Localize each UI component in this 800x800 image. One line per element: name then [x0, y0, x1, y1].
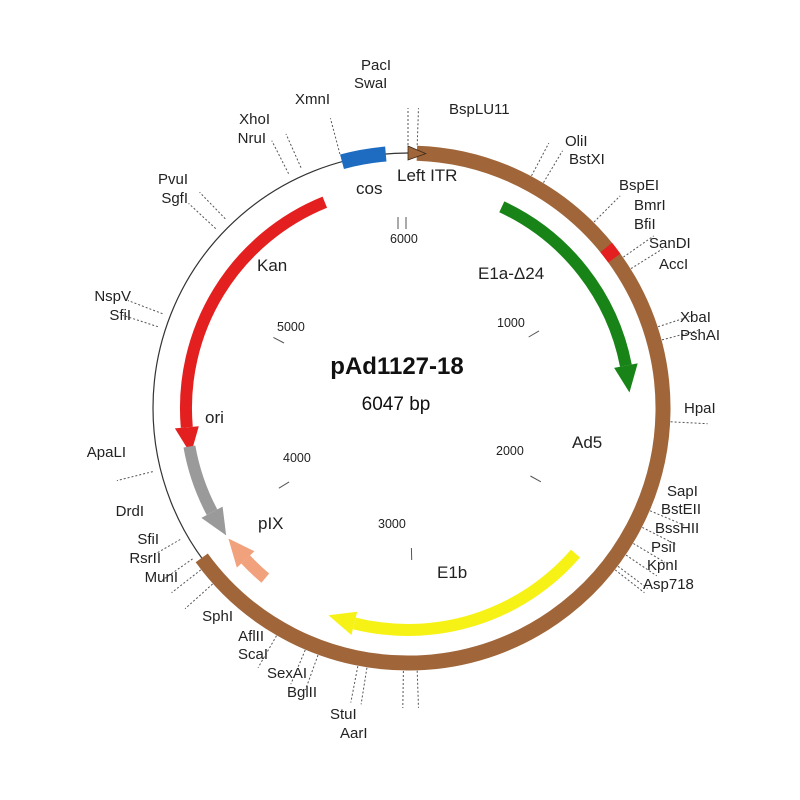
enzyme-site-asp718 [614, 569, 645, 594]
scale-label-5000: 5000 [277, 320, 305, 334]
enzyme-label-rsrll: RsrII [129, 550, 161, 567]
enzyme-site-bspei [593, 195, 621, 223]
enzyme-label-drdl: DrdI [116, 503, 144, 520]
enzyme-label-sapl: SapI [667, 483, 698, 500]
feature-arrows [174, 196, 638, 636]
feature-label-ori: ori [205, 408, 224, 427]
enzyme-site-stul [416, 670, 419, 708]
enzyme-label-hpal: HpaI [684, 400, 716, 417]
enzyme-label-asp718: Asp718 [643, 576, 694, 593]
enzyme-site-aarl [402, 670, 404, 709]
enzyme-label-pacl: PacI [361, 57, 391, 74]
enzyme-label-xmnl: XmnI [295, 91, 330, 108]
enzyme-label-xhol: XhoI [239, 111, 270, 128]
enzyme-site-nspv [127, 300, 163, 315]
enzyme-label-pshal: PshAI [680, 327, 720, 344]
scale-label-4000: 4000 [283, 451, 311, 465]
enzyme-site-bstxi [543, 150, 563, 183]
scale-label-3000: 3000 [378, 517, 406, 531]
ori-arrow-body [183, 445, 218, 516]
scale-tick-1000 [528, 330, 540, 338]
enzyme-label-aflll: AflII [238, 628, 264, 645]
enzyme-label-bspei: BspEI [619, 177, 659, 194]
scale-label-2000: 2000 [496, 444, 524, 458]
enzyme-site-apali [116, 471, 153, 482]
enzyme-label-bsteii: BstEII [661, 501, 701, 518]
enzyme-label-sexal: SexAI [267, 665, 307, 682]
enzyme-site-nrul [271, 140, 290, 174]
enzyme-label-bglll: BglII [287, 684, 317, 701]
cos-feature-box [340, 146, 387, 169]
feature-label-e1b: E1b [437, 563, 467, 582]
ad5-feature-band [195, 145, 671, 671]
scale-tick-lines [273, 330, 542, 561]
enzyme-label-stul: StuI [330, 706, 357, 723]
enzyme-label-psil: PsiI [651, 539, 676, 556]
kan-arrow-body [180, 196, 328, 428]
enzyme-site-xhol [285, 133, 302, 168]
scale-tick-5000 [273, 336, 285, 344]
enzyme-label-nspv: NspV [94, 288, 131, 305]
enzyme-label-bmri: BmrI [634, 197, 666, 214]
scale-label-6000: 6000 [390, 232, 418, 246]
enzyme-label-sphl: SphI [202, 608, 233, 625]
enzyme-label-scal: ScaI [238, 646, 268, 663]
enzyme-label-bsshii: BssHII [655, 520, 699, 537]
ori-arrow-head [201, 506, 227, 536]
enzyme-site-hpal [670, 421, 708, 425]
e1a-arrow-head [614, 363, 638, 393]
feature-label-itr: Left ITR [397, 166, 457, 185]
enzyme-site-xmnl [329, 118, 341, 155]
scale-tick-2000 [530, 475, 542, 483]
left-itr-arrowhead [407, 145, 427, 161]
enzyme-site-bsplu11 [416, 108, 419, 146]
enzyme-label-aarl: AarI [340, 725, 368, 742]
enzyme-label-sfil1: SfiI [109, 307, 131, 324]
e1a-arrow-body [499, 201, 632, 367]
enzyme-label-bsplu11: BspLU11 [449, 101, 510, 118]
enzyme-site-olil [531, 142, 550, 177]
enzyme-label-xbal: XbaI [680, 309, 711, 326]
scale-tick-4000 [278, 481, 290, 489]
enzyme-label-bfii: BfiI [634, 216, 656, 233]
enzyme-site-munl [184, 583, 213, 610]
enzyme-label-pvul: PvuI [158, 171, 188, 188]
plasmid-size: 6047 bp [362, 394, 431, 415]
enzyme-label-sandi: SanDI [649, 235, 691, 252]
enzyme-site-sexal [350, 666, 359, 703]
enzyme-site-sgfl [188, 203, 217, 229]
pix-arrow-head [228, 538, 255, 568]
enzyme-label-accl: AccI [659, 256, 688, 273]
feature-label-kan: Kan [257, 256, 287, 275]
enzyme-label-apali: ApaLI [87, 444, 126, 461]
enzyme-label-nrul: NruI [238, 130, 266, 147]
feature-label-ad5: Ad5 [572, 433, 602, 452]
feature-label-pix: pIX [258, 514, 284, 533]
enzyme-site-pvul [199, 191, 226, 220]
red-marker-on-band [600, 242, 621, 263]
enzyme-site-bglll [360, 667, 368, 705]
enzyme-label-sgfl: SgfI [161, 190, 188, 207]
enzyme-label-bstxi: BstXI [569, 151, 605, 168]
plasmid-name: pAd1127-18 [330, 353, 463, 380]
enzyme-label-munl: MunI [145, 569, 178, 586]
e1b-arrow-body [352, 549, 581, 636]
feature-label-e1a: E1a-Δ24 [478, 264, 544, 283]
e1b-arrow-head [328, 611, 358, 636]
enzyme-label-olil: OliI [565, 133, 588, 150]
enzyme-label-kpnl: KpnI [647, 557, 678, 574]
feature-label-cos: cos [356, 179, 382, 198]
enzyme-label-swal: SwaI [354, 75, 387, 92]
enzyme-label-sfil2: SfiI [137, 531, 159, 548]
scale-label-1000: 1000 [497, 316, 525, 330]
pix-arrow-body [241, 555, 270, 583]
